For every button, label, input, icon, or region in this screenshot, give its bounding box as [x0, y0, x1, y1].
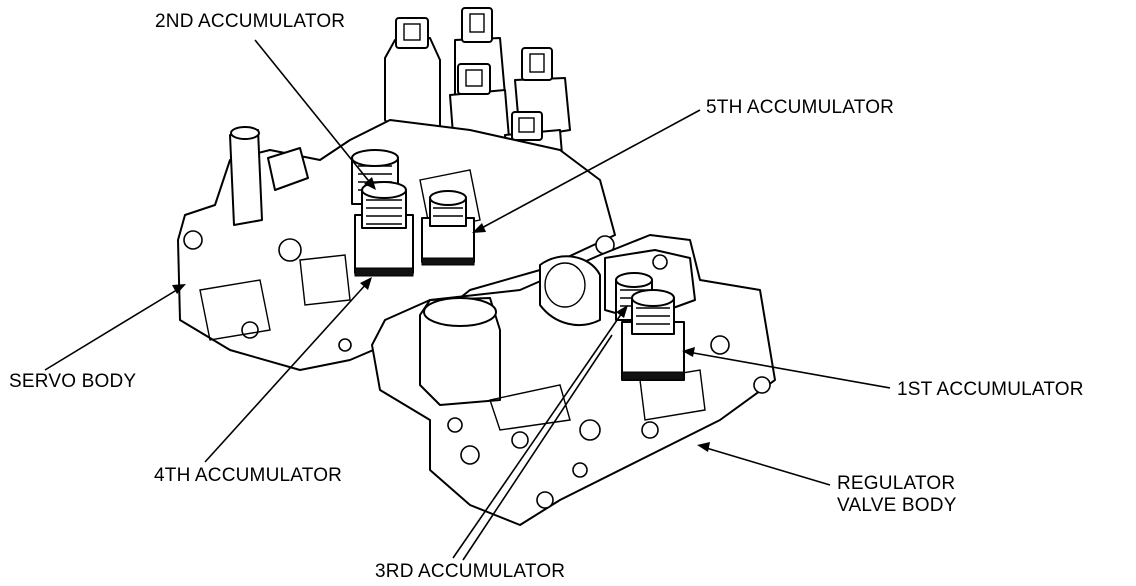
label-servo-body: SERVO BODY: [9, 371, 137, 392]
label-5th-accumulator: 5TH ACCUMULATOR: [706, 97, 895, 118]
regulator-accumulators: [615, 272, 685, 381]
label-regulator: REGULATOR: [837, 473, 956, 494]
label-valve-body: VALVE BODY: [837, 495, 957, 516]
label-2nd-accumulator: 2ND ACCUMULATOR: [155, 11, 346, 32]
label-3rd-accumulator: 3RD ACCUMULATOR: [375, 561, 566, 582]
servo-accumulators: [351, 149, 475, 277]
leader-lines: [44, 39, 891, 561]
label-4th-accumulator: 4TH ACCUMULATOR: [154, 465, 343, 486]
label-1st-accumulator: 1ST ACCUMULATOR: [897, 379, 1084, 400]
